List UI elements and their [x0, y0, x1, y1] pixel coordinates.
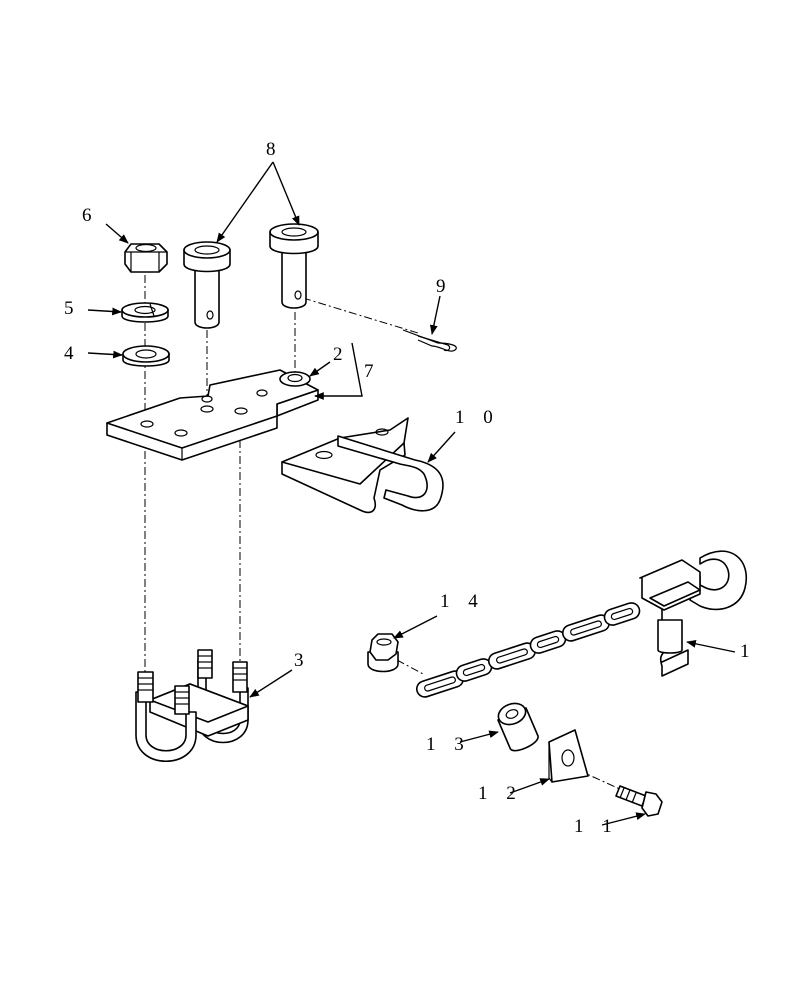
callout-12: 1 2: [478, 783, 523, 804]
callout-labels: 8 6 9 5 4 2 7 1 0 1 4 1 3 1 3 1 2 1 1: [64, 139, 757, 837]
u-bolts-part-3: [135, 649, 249, 763]
hair-pin-clip-part-9: [402, 329, 457, 352]
leader-lines: [87, 161, 736, 826]
pin-part-8-right: [269, 223, 319, 309]
chain-hook: [639, 550, 748, 677]
flange-nut-part-14: [367, 633, 399, 673]
square-washer-part-12: [548, 729, 589, 783]
mounting-plate-part-2: [106, 369, 319, 461]
hex-nut-part-6: [124, 243, 168, 273]
callout-11: 1 1: [574, 816, 619, 837]
callout-9: 9: [436, 276, 453, 297]
callout-13: 1 3: [426, 734, 471, 755]
callout-4: 4: [64, 343, 81, 364]
callout-8: 8: [266, 139, 283, 160]
spacer-bushing-part-13: [497, 702, 539, 752]
hex-bolt-part-11: [615, 785, 663, 817]
callout-2: 2: [333, 344, 350, 365]
center-lines: [144, 275, 623, 791]
callout-7: 7: [364, 361, 381, 382]
bracket-part-10: [281, 417, 444, 514]
lock-washer-part-5: [121, 302, 169, 323]
callout-3: 3: [294, 650, 311, 671]
callout-1: 1: [740, 641, 757, 662]
callout-10: 1 0: [455, 407, 500, 428]
chain-links: [415, 602, 641, 698]
pin-part-8-left: [183, 241, 231, 329]
callout-5: 5: [64, 298, 81, 319]
flat-washer-part-4: [122, 345, 170, 367]
safety-chain-part-1: [415, 550, 748, 698]
callout-6: 6: [82, 205, 99, 226]
callout-14: 1 4: [440, 591, 485, 612]
